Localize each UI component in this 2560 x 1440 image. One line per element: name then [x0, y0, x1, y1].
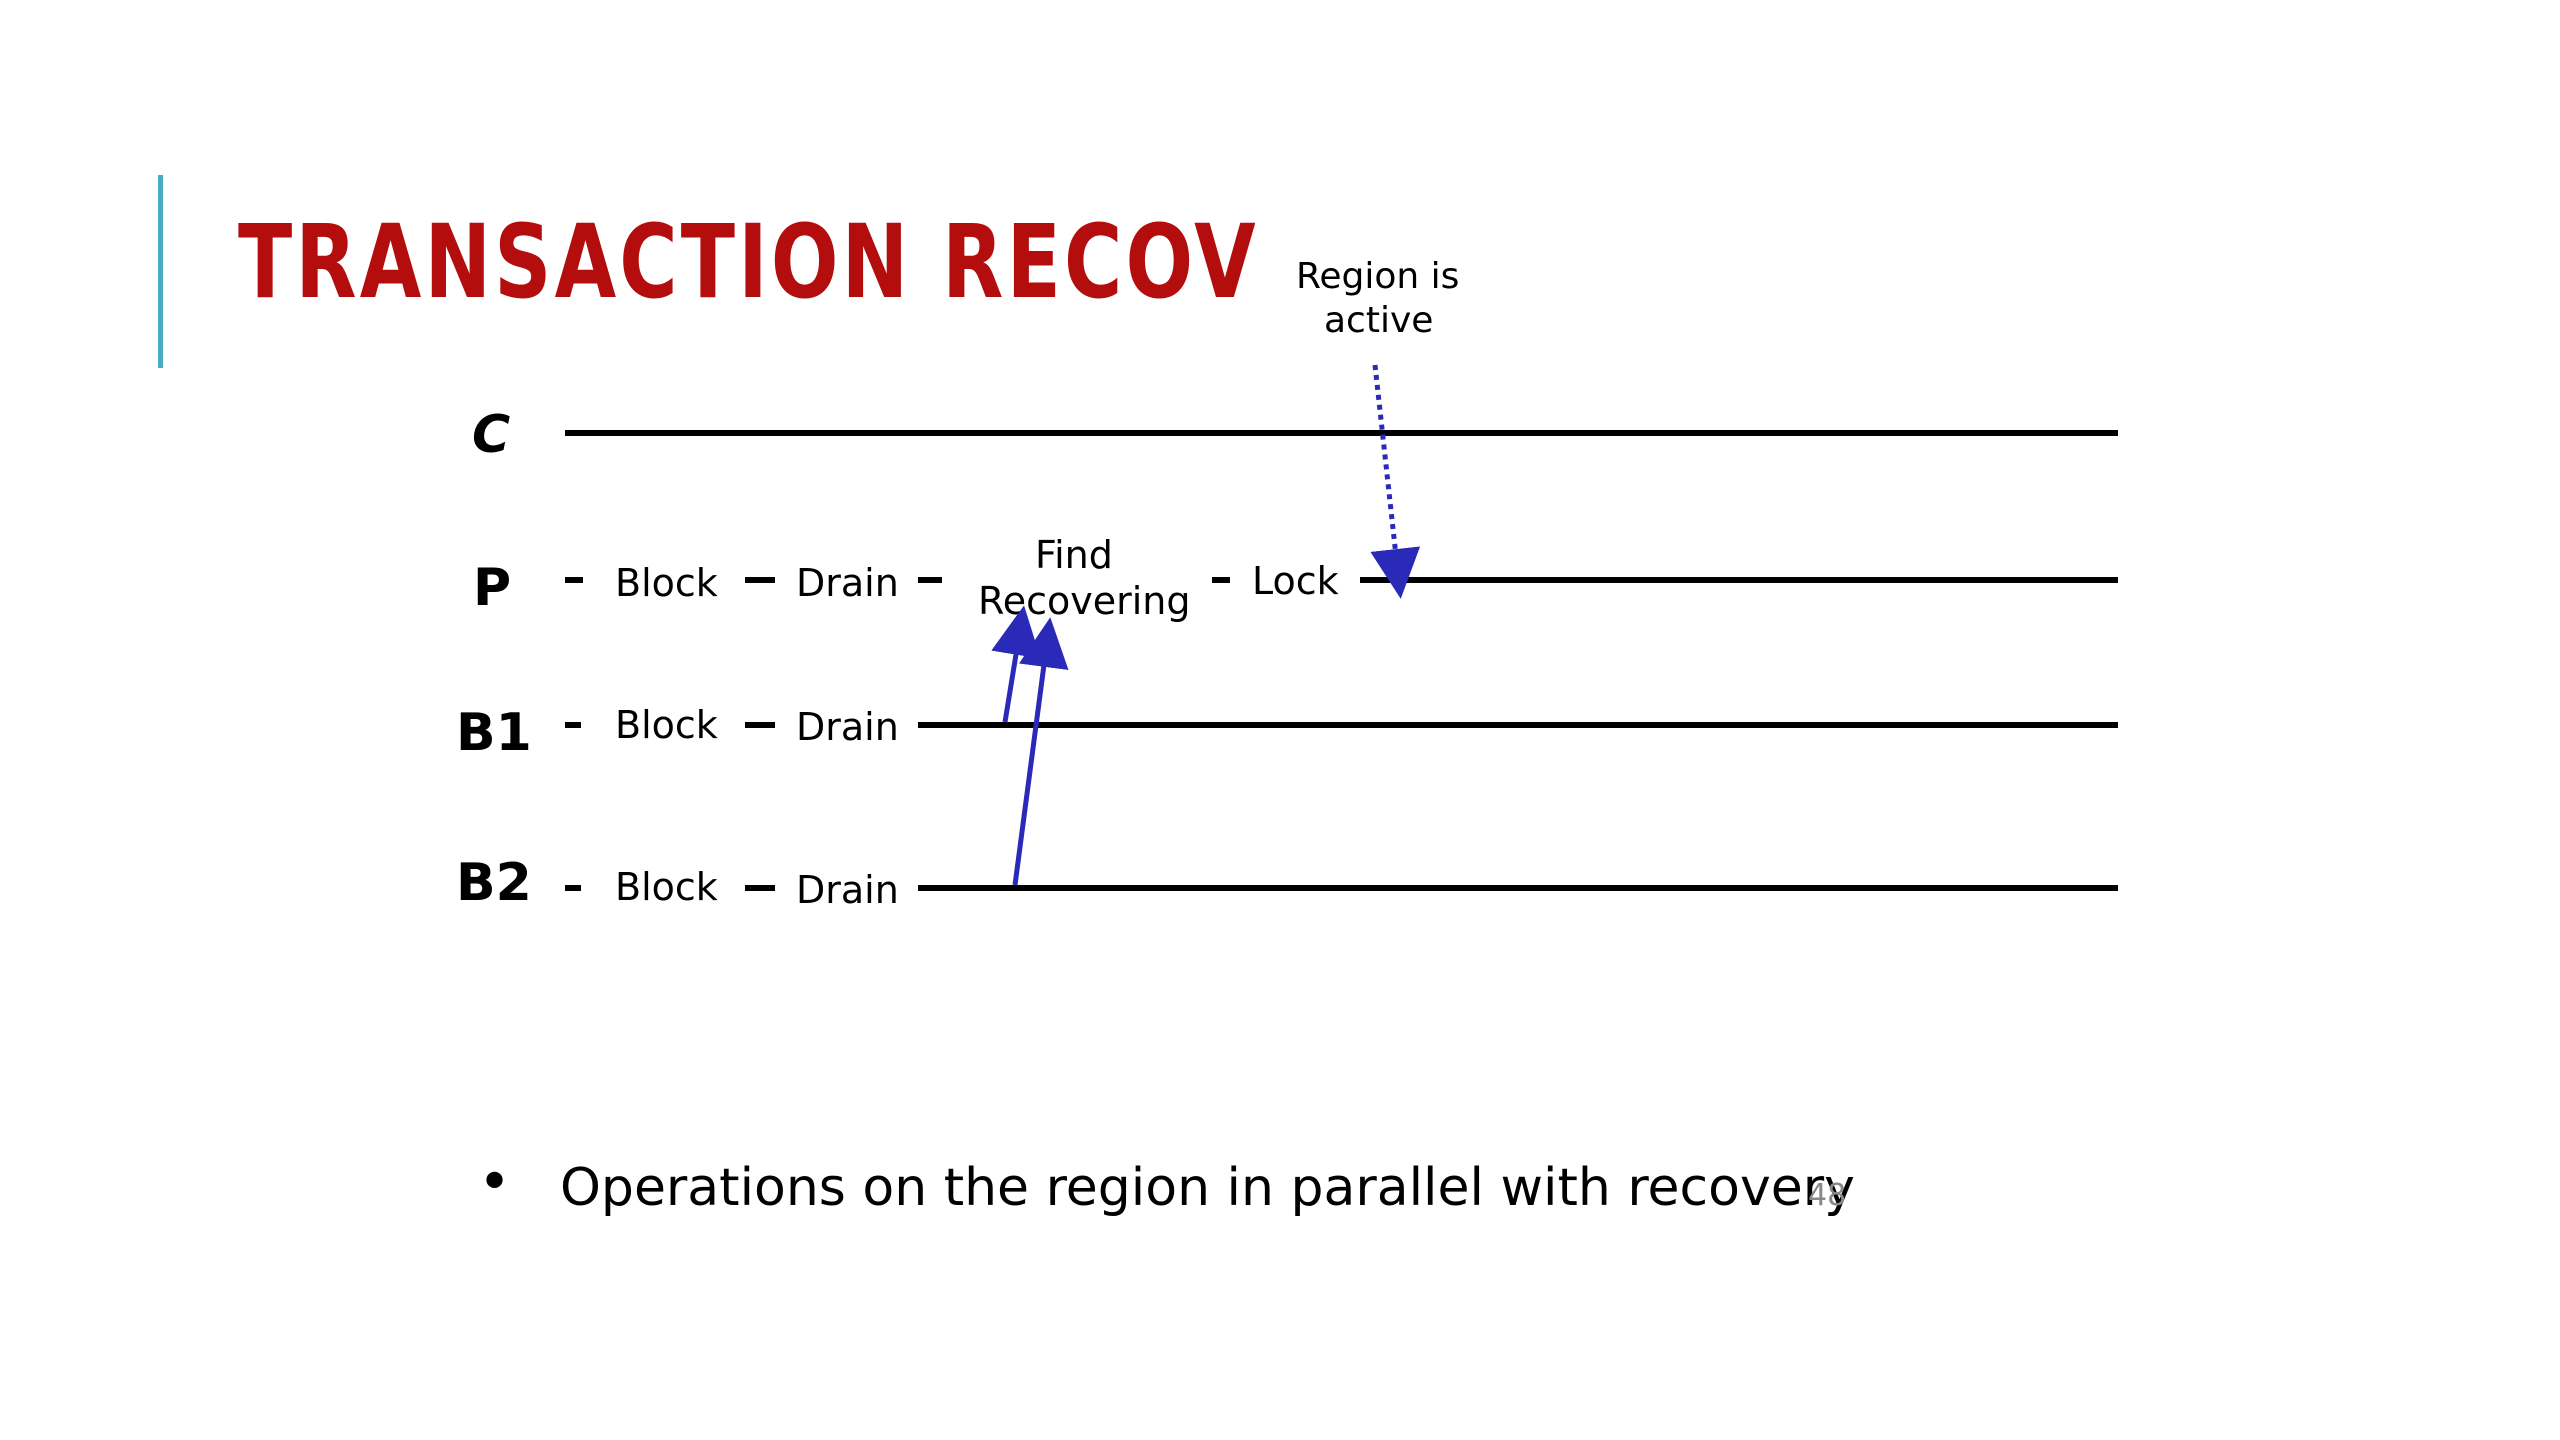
title-mask — [1255, 200, 1515, 340]
row-label-b1: B1 — [456, 703, 532, 763]
step-block-b2: Block — [615, 865, 718, 909]
step-drain-b2: Drain — [796, 868, 899, 912]
annotation-region-line1: Region is — [1296, 256, 1459, 297]
row-label-p: P — [473, 558, 511, 618]
step-lock: Lock — [1252, 559, 1339, 603]
arrow-b1-to-find-recovering — [991, 605, 1041, 723]
slide-title: TRANSACTION RECOVERY — [238, 203, 1438, 322]
arrow-region-active — [1370, 364, 1421, 599]
row-label-c: C — [472, 405, 510, 465]
bullet-text: Operations on the region in parallel wit… — [560, 1158, 1855, 1218]
step-block-p: Block — [615, 561, 718, 605]
step-block-b1: Block — [615, 703, 718, 747]
row-label-b2: B2 — [456, 853, 532, 913]
step-find: Find — [1035, 533, 1113, 577]
page-number: 48 — [1808, 1178, 1847, 1213]
arrow-b2-to-find-recovering — [1012, 617, 1069, 886]
bullet-dot: • — [478, 1150, 512, 1215]
accent-bar — [158, 175, 163, 368]
step-recovering: Recovering — [978, 579, 1190, 623]
step-drain-b1: Drain — [796, 705, 899, 749]
annotation-region-line2: active — [1324, 300, 1433, 341]
step-drain-p: Drain — [796, 561, 899, 605]
